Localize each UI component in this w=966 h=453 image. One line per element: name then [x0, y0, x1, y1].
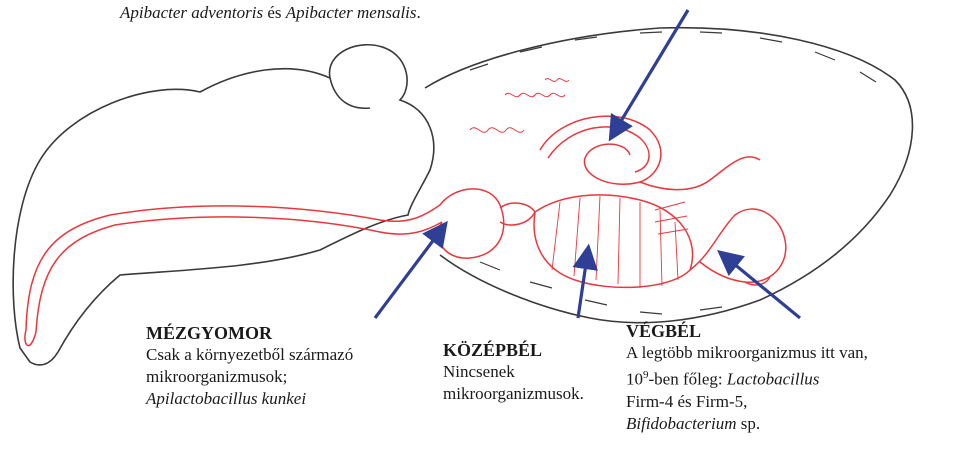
species-apibacter-mensalis: Apibacter mensalis	[286, 3, 417, 22]
intro-caption: Apibacter adventoris és Apibacter mensal…	[120, 2, 421, 24]
rectum-line4-text: sp.	[736, 414, 760, 433]
midgut-line2: mikroorganizmusok.	[443, 383, 584, 405]
arrows	[375, 10, 800, 318]
label-midgut: KÖZÉPBÉL Nincsenek mikroorganizmusok.	[443, 339, 584, 405]
digestive-tract	[25, 79, 786, 346]
bee-body-outline	[13, 28, 912, 365]
rectum-count-base: 10	[626, 370, 643, 389]
honey-stomach	[439, 189, 504, 258]
species-bifidobacterium: Bifidobacterium	[626, 414, 736, 433]
proventriculus	[500, 203, 535, 225]
midgut-line1: Nincsenek	[443, 361, 584, 383]
honey-stomach-line1: Csak a környezetből származó	[146, 344, 353, 366]
rectum-line3: Firm-4 és Firm-5,	[626, 391, 868, 413]
rectum-line4: Bifidobacterium sp.	[626, 413, 868, 435]
abdomen-outline	[425, 28, 912, 323]
honey-stomach-title: MÉZGYOMOR	[146, 322, 353, 344]
thorax-outline	[13, 45, 434, 365]
rectum-line2-text: -ben főleg:	[649, 370, 727, 389]
arrow-honey-stomach	[375, 226, 444, 318]
label-rectum: VÉGBÉL A legtöbb mikroorganizmus itt van…	[626, 320, 868, 435]
malpighian-tubules	[470, 79, 569, 133]
rectum-line2: 109-ben főleg: Lactobacillus	[626, 364, 868, 391]
label-honey-stomach: MÉZGYOMOR Csak a környezetből származó m…	[146, 322, 353, 410]
honey-stomach-line2: mikroorganizmusok;	[146, 366, 353, 388]
midgut	[534, 195, 692, 288]
head-bump-outline	[330, 78, 370, 108]
honey-stomach-species: Apilactobacillus kunkei	[146, 388, 353, 410]
intro-end: .	[417, 3, 421, 22]
rectum	[690, 209, 786, 282]
rectum-line1: A legtöbb mikroorganizmus itt van,	[626, 342, 868, 364]
rectum-title: VÉGBÉL	[626, 320, 868, 342]
species-lactobacillus: Lactobacillus	[727, 370, 820, 389]
intro-connector: és	[263, 3, 286, 22]
species-apibacter-adventoris: Apibacter adventoris	[120, 3, 263, 22]
midgut-title: KÖZÉPBÉL	[443, 339, 584, 361]
